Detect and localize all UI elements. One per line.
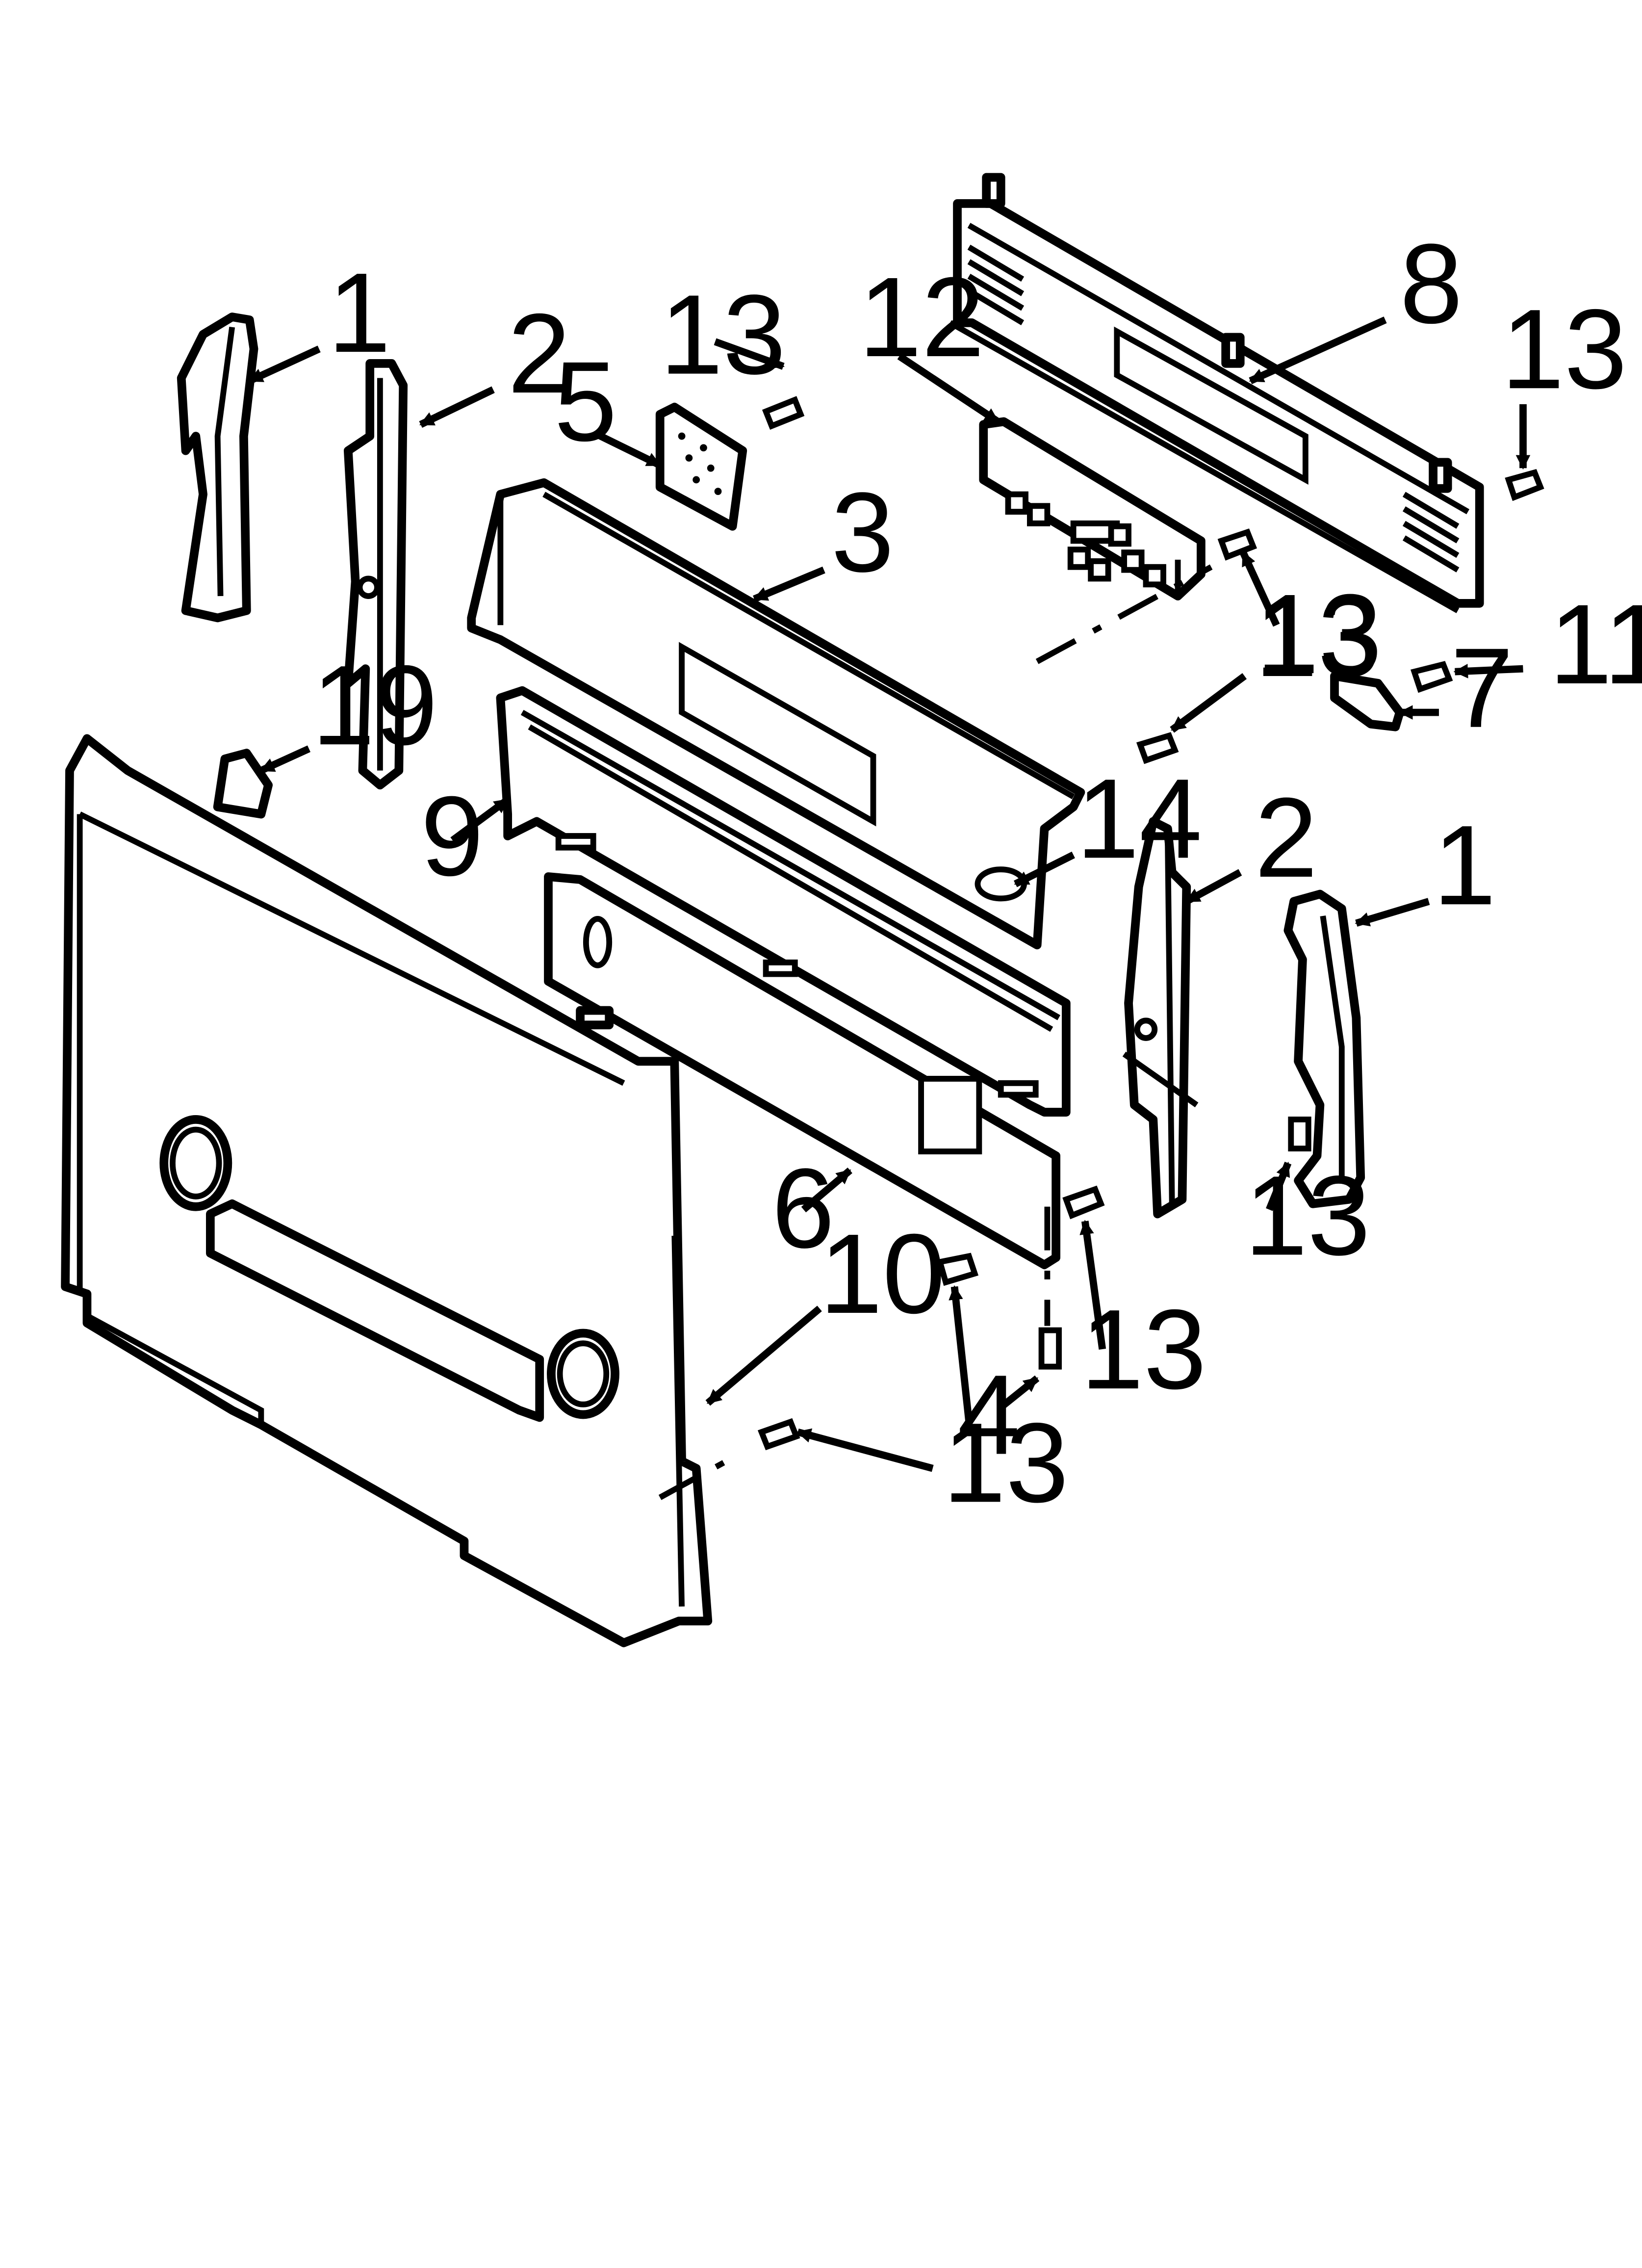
callout-13-lowerright: 13: [1080, 1286, 1206, 1412]
screw-11: [1411, 661, 1453, 693]
callout-10: 10: [820, 1210, 946, 1337]
callout-1-left: 1: [328, 249, 390, 376]
callout-13-center: 13: [1255, 574, 1381, 700]
callout-19: 19: [312, 642, 438, 768]
callout-2-left: 2: [508, 290, 570, 417]
screw-13-lowerright: [1062, 1185, 1105, 1220]
callout-1-right: 1: [1433, 802, 1496, 928]
console-support-bracket-part: [496, 686, 1071, 1117]
screw-13-low: [936, 1252, 979, 1286]
callout-2-right: 2: [1255, 774, 1317, 901]
console-shroud-part: [467, 478, 1085, 950]
callout-leaders: [248, 316, 1531, 1472]
screw-13-bottom: [757, 1418, 800, 1451]
screws: [757, 396, 1544, 1451]
callout-8: 8: [1400, 220, 1462, 347]
callout-13-bottom: 13: [1245, 1152, 1371, 1278]
callout-13-right: 13: [1501, 286, 1627, 412]
callout-13-top: 13: [660, 271, 786, 397]
callout-14: 14: [1077, 755, 1203, 882]
screw-13-center: [1136, 732, 1179, 764]
callout-4: 4: [957, 1351, 1020, 1478]
callout-3: 3: [831, 469, 894, 595]
callout-13-low: 13: [943, 1399, 1069, 1526]
callout-13-mid: 13: [1256, 571, 1382, 697]
right-end-cap-part: [1283, 889, 1365, 1208]
callout-12: 12: [859, 254, 985, 380]
callout-labels: 1 2 13 5 12 8 13 3 13 11 7 13 19 9 14 2 …: [312, 220, 1642, 1526]
screw-13-mid: [1217, 528, 1257, 561]
mounting-clip-part: [1330, 672, 1404, 731]
alignment-lines: [658, 564, 1213, 1500]
inner-panel-part: [544, 872, 1061, 1270]
electronic-control-part: [979, 417, 1206, 600]
callout-7: 7: [1451, 625, 1514, 751]
main-front-panel-part: [61, 734, 713, 1647]
clip-part: [213, 749, 273, 819]
right-side-bracket-part: [1122, 817, 1199, 1219]
callout-11: 11: [1549, 581, 1642, 707]
callout-6: 6: [771, 1145, 834, 1271]
left-end-cap-part: [177, 313, 258, 623]
callout-5: 5: [554, 338, 617, 465]
rear-control-panel-part: [949, 173, 1484, 613]
screw-13-right: [1505, 469, 1544, 501]
circuit-board-part: [655, 402, 747, 531]
screw-13-rightcap: [1288, 1116, 1311, 1152]
screw-4: [1038, 1327, 1062, 1370]
callout-9: 9: [421, 773, 484, 899]
left-side-bracket-part: [343, 359, 408, 790]
screw-13-top: [762, 396, 805, 430]
